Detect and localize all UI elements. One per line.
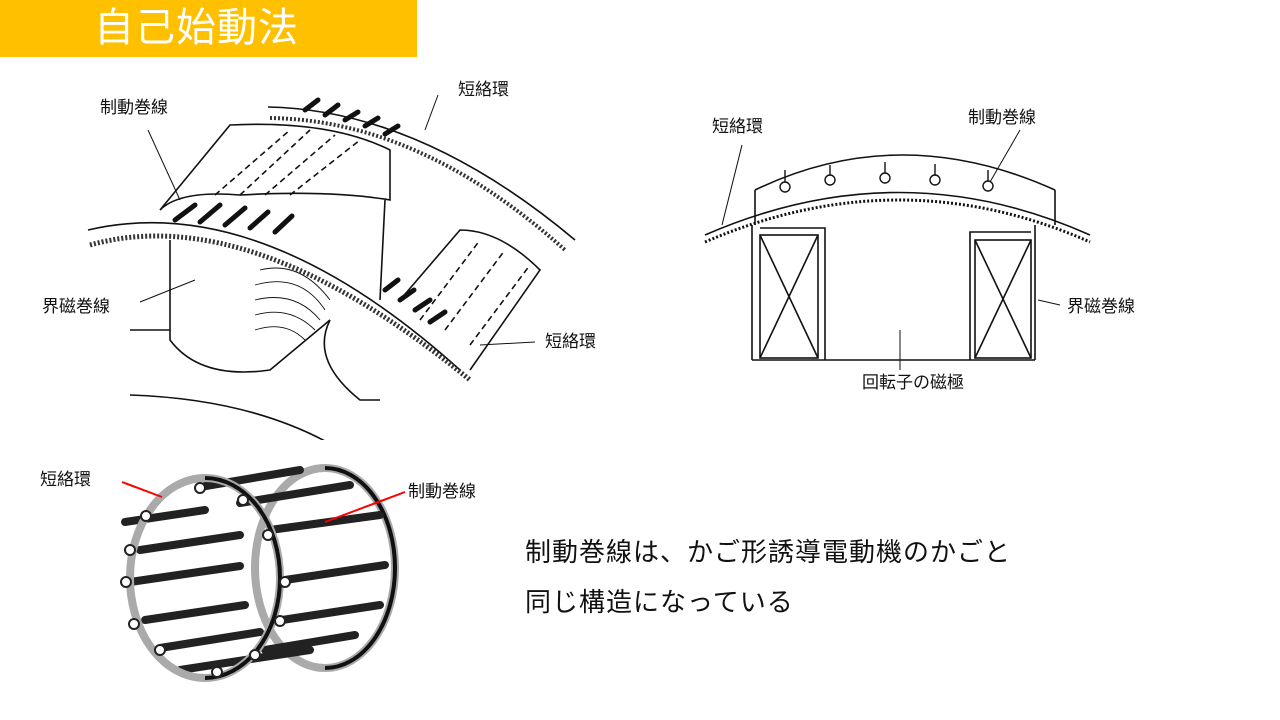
label-rotor-pole: 回転子の磁極: [862, 373, 964, 393]
label-short-ring: 短絡環: [458, 80, 509, 100]
label-field-winding: 界磁巻線: [42, 297, 110, 317]
pole-section-drawing: [704, 129, 1091, 370]
damper-cage-drawing: [120, 464, 406, 682]
label-short-ring: 短絡環: [545, 332, 596, 352]
body-text-line-1: 制動巻線は、かご形誘導電動機のかごと: [525, 538, 1012, 568]
body-text-line-2: 同じ構造になっている: [525, 588, 794, 618]
label-damper-winding: 制動巻線: [408, 482, 476, 502]
label-damper-winding: 制動巻線: [968, 108, 1036, 128]
perspective-pole-drawing: [87, 94, 576, 440]
title-banner: 自己始動法: [0, 0, 417, 57]
label-short-ring: 短絡環: [712, 117, 763, 137]
label-short-ring: 短絡環: [40, 470, 91, 490]
label-damper-winding: 制動巻線: [100, 98, 168, 118]
slide-title: 自己始動法: [94, 5, 299, 51]
label-field-winding: 界磁巻線: [1067, 297, 1135, 317]
